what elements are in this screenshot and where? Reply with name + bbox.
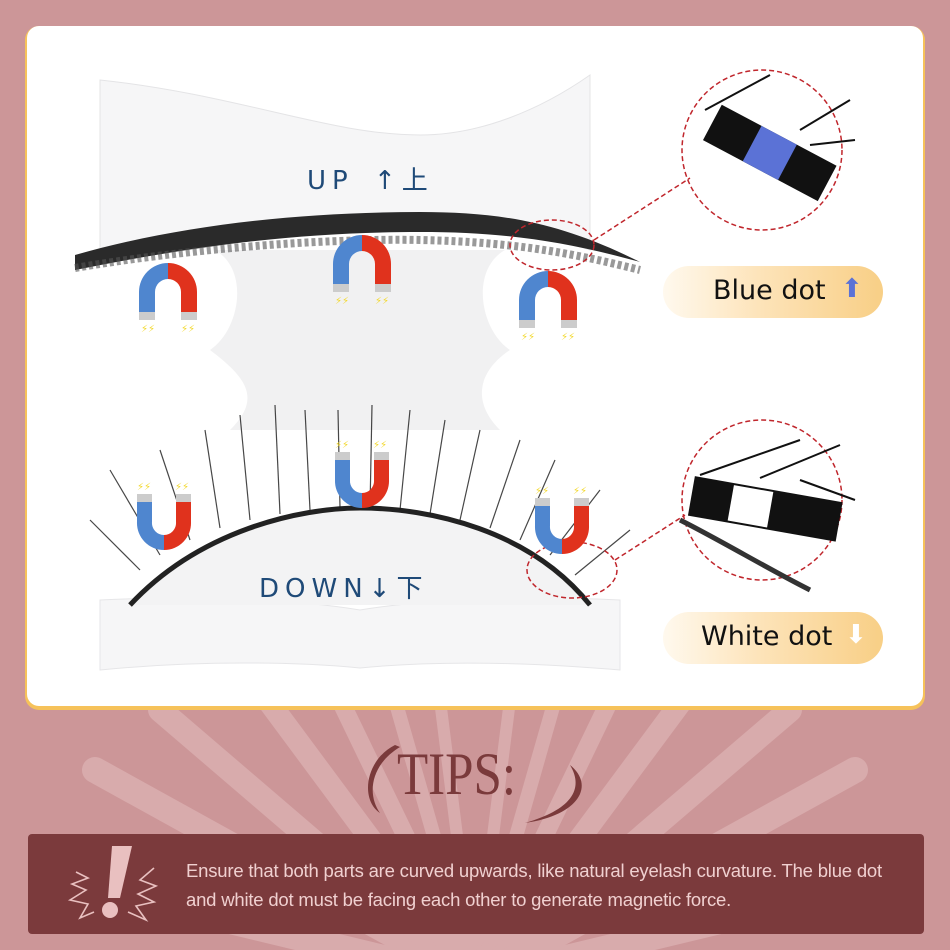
magnet-icon: ⚡⚡ ⚡⚡ [534,486,590,554]
svg-text:⚡⚡: ⚡⚡ [335,296,349,307]
magnet-icon: ⚡⚡ ⚡⚡ [139,263,197,335]
svg-text:⚡⚡: ⚡⚡ [335,440,349,451]
tips-body-text: Ensure that both parts are curved upward… [186,860,882,910]
tips-heading: TIPS: [355,735,595,825]
eyelash-tray-illustration [74,69,856,671]
magnet-icon: ⚡⚡ ⚡⚡ [136,482,192,550]
up-label: UP [307,166,354,196]
down-arrow-icon: ↓ [368,574,397,604]
svg-text:⚡⚡: ⚡⚡ [375,296,389,307]
down-arrow-icon: ⬇ [845,620,867,650]
magnet-icon: ⚡⚡ ⚡⚡ [333,235,391,307]
svg-text:⚡⚡: ⚡⚡ [561,332,575,343]
magnet-icon: ⚡⚡ ⚡⚡ [519,271,577,343]
svg-text:⚡⚡: ⚡⚡ [573,486,587,497]
blue-dot-label: Blue dot [713,275,826,306]
up-arrow-icon: ⬆ [841,274,863,304]
down-stamp: DOWN↓下 [259,568,428,605]
down-cjk-label: 下 [396,574,429,604]
svg-text:⚡⚡: ⚡⚡ [521,332,535,343]
svg-text:⚡⚡: ⚡⚡ [181,324,195,335]
up-stamp: UP ↑上 [307,160,434,197]
svg-text:⚡⚡: ⚡⚡ [141,324,155,335]
svg-text:⚡⚡: ⚡⚡ [373,440,387,451]
tips-box [28,834,924,934]
up-cjk-label: 上 [401,166,434,196]
svg-text:⚡⚡: ⚡⚡ [137,482,151,493]
tips-title: TIPS: [397,741,517,807]
svg-text:⚡⚡: ⚡⚡ [175,482,189,493]
white-dot-callout: White dot ⬇ [663,612,883,664]
warning-exclamation-icon [67,846,159,922]
white-dot-label: White dot [701,621,833,652]
tips-bracket-swoosh [368,745,582,823]
magnet-icon: ⚡⚡ ⚡⚡ [334,440,390,508]
blue-dot-callout: Blue dot ⬆ [663,266,883,318]
up-arrow-icon: ↑ [373,166,402,196]
svg-text:⚡⚡: ⚡⚡ [535,486,549,497]
down-label: DOWN [259,574,369,604]
product-illustration-panel: UP ↑上 DOWN↓下 ⚡⚡⚡⚡ ⚡⚡⚡⚡ ⚡⚡⚡⚡ ⚡⚡⚡⚡ ⚡⚡⚡⚡ ⚡ [27,26,923,706]
